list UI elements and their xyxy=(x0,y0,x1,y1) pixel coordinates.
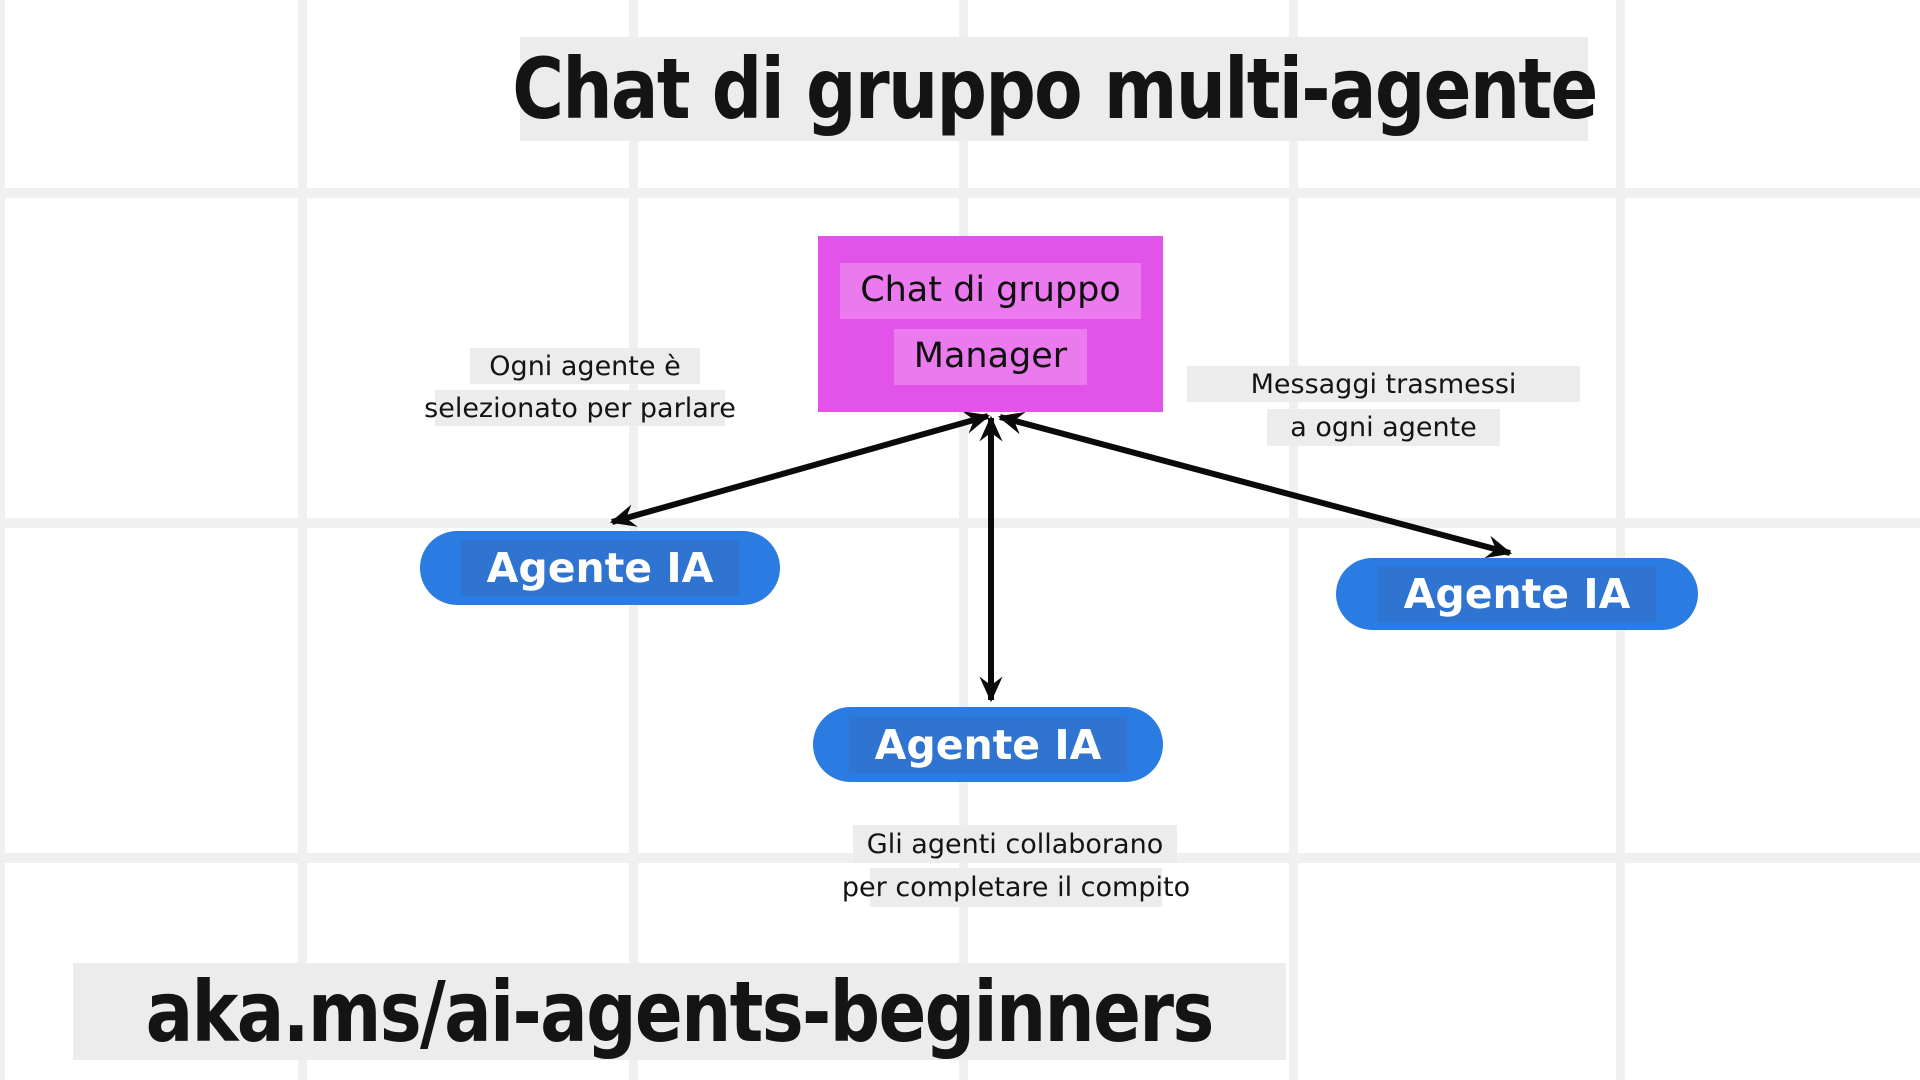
agent-node-left-label: Agente IA xyxy=(460,540,740,596)
annotation-right-line1: Messaggi trasmessi xyxy=(1187,366,1580,402)
gridline xyxy=(1616,0,1625,1080)
agent-node-left: Agente IA xyxy=(420,531,780,605)
agent-node-center-label: Agente IA xyxy=(848,716,1128,773)
gridline xyxy=(1289,0,1298,1080)
gridline xyxy=(0,188,1920,198)
footer-link-bar: aka.ms/ai-agents-beginners xyxy=(73,962,1286,1061)
manager-node-label-line1: Chat di gruppo xyxy=(840,263,1141,319)
annotation-bottom-line1: Gli agenti collaborano xyxy=(853,825,1177,863)
agent-node-right: Agente IA xyxy=(1336,558,1698,630)
arrow-manager-to-left-agent xyxy=(609,411,991,527)
footer-link: aka.ms/ai-agents-beginners xyxy=(145,962,1215,1061)
agent-node-right-label: Agente IA xyxy=(1377,566,1657,622)
gridline xyxy=(0,0,5,1080)
annotation-bottom-line2: per completare il compito xyxy=(842,868,1190,907)
annotation-right-line2: a ogni agente xyxy=(1267,409,1500,446)
page-title-text: Chat di gruppo multi-agente xyxy=(511,40,1598,138)
manager-node-label-line2: Manager xyxy=(893,329,1088,385)
annotation-left-line1: Ogni agente è xyxy=(470,348,700,384)
gridline xyxy=(298,0,307,1080)
gridline xyxy=(0,518,1920,528)
page-title: Chat di gruppo multi-agente xyxy=(512,37,1598,141)
gridline xyxy=(959,0,968,1080)
agent-node-center: Agente IA xyxy=(813,707,1163,782)
manager-node: Chat di gruppo Manager xyxy=(818,236,1163,412)
annotation-left-line2: selezionato per parlare xyxy=(424,390,736,426)
